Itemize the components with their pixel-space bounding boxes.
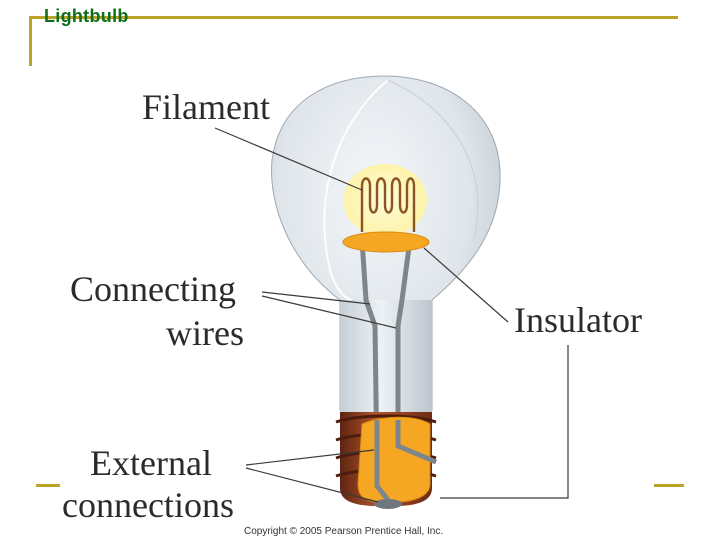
slide-title: Lightbulb	[44, 6, 129, 26]
footer-rule-left	[36, 484, 60, 487]
label-insulator: Insulator	[514, 300, 642, 340]
base-insulation	[357, 416, 431, 503]
title-rule-left	[29, 16, 32, 66]
filament-coil	[360, 177, 416, 232]
label-external-connections-line2: connections	[62, 485, 234, 525]
copyright-notice: Copyright © 2005 Pearson Prentice Hall, …	[244, 526, 444, 537]
label-external-connections-line1: External	[90, 443, 212, 483]
foot-contact	[374, 499, 402, 509]
title-rule-top	[30, 16, 678, 19]
insulator-disc	[342, 231, 430, 253]
pointer-lines	[214, 127, 569, 503]
connecting-wire-left	[359, 239, 380, 471]
glass-neck	[340, 300, 432, 412]
footer-rule-right	[654, 484, 684, 487]
label-connecting-wires-line1: Connecting	[70, 269, 236, 309]
label-filament: Filament	[142, 87, 270, 127]
label-connecting-wires-line2: wires	[166, 313, 244, 353]
glass-cutaway-edge	[323, 79, 389, 301]
